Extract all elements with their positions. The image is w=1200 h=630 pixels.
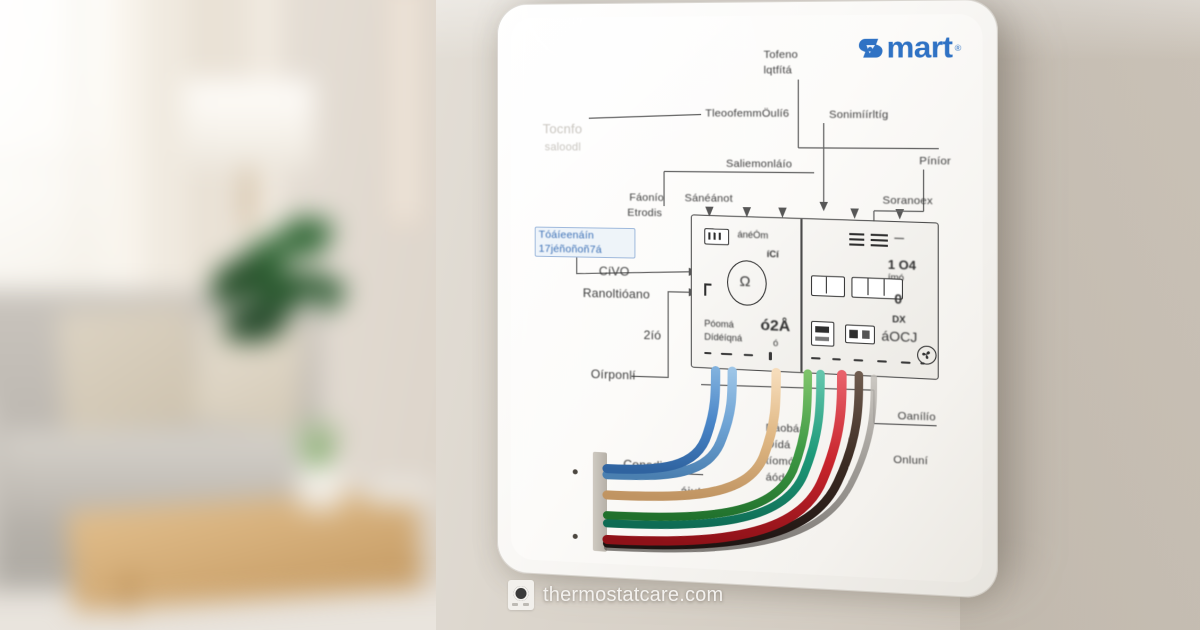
diagram-label: Sonimíírltíg <box>829 108 889 122</box>
diagram-label: 2íó <box>643 327 662 343</box>
diagram-label: Saliemonláío <box>726 157 793 171</box>
diagram-label: Consdiemá <box>623 457 688 475</box>
site-watermark: thermostatcare.com <box>508 580 723 610</box>
device-camera-icon <box>508 580 534 610</box>
device-faceplate: mart ® <box>510 13 983 584</box>
thermostat-display-module[interactable]: ánéÓm íCí Ω Póomá Dídéíqná ó2Å ó <box>690 214 939 380</box>
diagram-label: Oanílío <box>897 409 936 424</box>
fan-icon <box>917 345 937 365</box>
toggle-tile-icon <box>845 324 875 345</box>
diagram-label: Píníor <box>919 154 952 168</box>
diagram-label: tíomó <box>765 454 795 469</box>
module-caption: Dídéíqná <box>704 331 743 344</box>
cushion <box>56 304 199 432</box>
floor-lamp-shade <box>184 80 314 170</box>
diagram-label: CíVO <box>598 263 630 279</box>
module-readout: DX <box>892 313 906 325</box>
diagram-label: saloodl <box>544 141 582 154</box>
table-saucer <box>360 482 440 506</box>
picture-frame <box>390 0 420 226</box>
terminal-strip[interactable] <box>592 451 607 552</box>
module-caption: Póomá <box>704 318 734 330</box>
diagram-label-highlight: 17jéñoñoñ7á <box>538 242 602 256</box>
diagram-label: Soranoex <box>882 194 933 208</box>
module-readout-unit: ó <box>773 337 779 349</box>
diagram-label: Etrodis <box>627 206 663 220</box>
diagram-label: Fáonío <box>629 191 664 205</box>
box-row-icon <box>810 275 846 298</box>
succulent-pot <box>298 467 342 511</box>
diagram-label: Onluní <box>893 453 929 468</box>
diagram-label: Ranoltióano <box>582 285 650 302</box>
terminal-screw[interactable] <box>572 533 578 540</box>
diagram-label: Dáobáa <box>765 421 806 436</box>
module-readout: 0 <box>894 290 903 307</box>
module-readout-big: ó2Å <box>760 316 791 336</box>
smart-thermostat-panel[interactable]: mart ® <box>497 0 1017 600</box>
module-readout: áOCJ <box>881 328 918 346</box>
diagram-label-highlight: Tóáíeenáín <box>538 228 594 242</box>
module-divider <box>800 218 803 373</box>
grid-icon <box>870 233 888 237</box>
diagram-label: TleoofemmÖulí6 <box>705 107 790 120</box>
diagram-label: Sánéánot <box>684 192 733 205</box>
segments-icon <box>704 228 730 246</box>
diagram-label: Tocnfo <box>542 121 583 137</box>
watermark-text: thermostatcare.com <box>543 583 724 606</box>
module-readout: íCí <box>766 248 779 260</box>
module-readout: 1 O4 <box>887 257 916 274</box>
terminal-screw[interactable] <box>572 469 578 475</box>
diagram-label: Oírponlí <box>590 366 636 383</box>
diagram-label: lqtfítá <box>763 64 793 77</box>
diagram-label: áiut <box>680 483 702 500</box>
bars-icon <box>849 233 865 236</box>
diagram-label: áódá <box>765 471 792 485</box>
small-tile-icon <box>810 320 835 347</box>
diagram-label: Tofeno <box>763 48 799 62</box>
potted-plant <box>200 252 340 410</box>
module-readout: ánéÓm <box>737 229 769 241</box>
floor-lamp-stem <box>243 168 254 228</box>
small-succulent <box>290 414 350 511</box>
diagram-label: Óídá <box>765 438 791 452</box>
device-bezel: mart ® <box>497 0 998 600</box>
